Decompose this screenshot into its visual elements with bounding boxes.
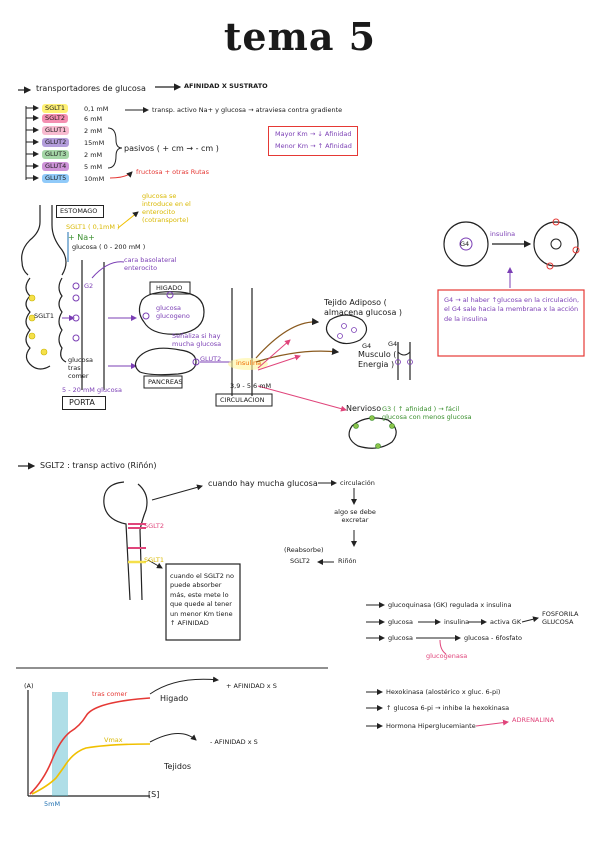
graph-tejidos: Tejidos	[164, 762, 192, 771]
gk-line2-c: activa GK	[490, 618, 522, 626]
estomago-box: ESTOMAGO	[56, 205, 104, 218]
nervioso-label: Nervioso	[346, 404, 382, 413]
musculo-label: Musculo ( Energia )	[358, 350, 397, 369]
sglt1-label: SGLT1 ( 0,1mM )	[66, 223, 120, 231]
na-label: + Na+	[68, 233, 95, 242]
g4-musculo: G4	[388, 340, 398, 348]
g4-adiposo: G4	[362, 342, 372, 350]
transportadores-header: transportadores de glucosa	[36, 84, 146, 93]
adiposo-text: Tejido Adiposo ( almacena glucosa )	[324, 298, 403, 317]
km-box-line1: Mayor Km → ↓ Afinidad	[275, 130, 352, 138]
transporter-glut1: GLUT1	[42, 126, 70, 135]
transporter-sglt2: SGLT2	[42, 114, 68, 123]
graph-xlabel: [S]	[148, 790, 160, 799]
glut2-label: GLUT2	[200, 355, 222, 363]
insulina-panel-g4: G4	[460, 240, 470, 248]
pasivos-label: pasivos ( + cm → - cm )	[124, 144, 219, 153]
graph-vmax: Vmax	[104, 736, 123, 744]
sglt-note: transp. activo Na+ y glucosa → atraviesa…	[152, 106, 343, 114]
hk-line3-a: Hormona Hiperglucemiante	[386, 722, 476, 730]
glucosa-tras-comer: glucosa tras comer	[68, 356, 93, 381]
km-glut3: 2 mM	[84, 151, 103, 159]
gk-line2-a: glucosa	[388, 618, 413, 626]
adiposo-label: Tejido Adiposo ( almacena glucosa )	[324, 298, 424, 317]
insulina-panel-text: G4 → al haber ↑glucosa en la circulación…	[444, 296, 580, 323]
circulacion-label: CIRCULACION	[220, 396, 265, 404]
hk-line3-b: ADRENALINA	[512, 716, 555, 724]
tejidos-curve	[31, 743, 151, 795]
graph-ylabel: (A)	[24, 682, 34, 690]
graph-menos-afinidad: - AFINIDAD x S	[210, 738, 258, 746]
sglt2-flow6: Riñón	[338, 557, 357, 565]
insulina-label: insulina	[236, 359, 262, 367]
porta-range: 5 - 20 mM glucosa	[62, 386, 122, 394]
hk-line1: Hexokinasa (alostérico x gluc. 6-pi)	[386, 688, 501, 696]
cotransporte-note: glucosa se introduce en el enterocito (c…	[142, 192, 191, 225]
senaliza-note: Señaliza si hay mucha glucosa	[172, 332, 222, 349]
glut5-note: fructosa + otras Rutas	[136, 168, 210, 176]
sglt2-flow3: algo se debe excretar	[334, 508, 376, 525]
gk-line3-b: glucosa - 6fosfato	[464, 634, 523, 642]
transporter-glut2: GLUT2	[42, 138, 70, 147]
km-sglt1: 0,1 mM	[84, 105, 109, 113]
porta-label: PORTA	[69, 398, 95, 407]
km-box-line2: Menor Km → ↑ Afinidad	[275, 142, 352, 150]
km-glut2: 15mM	[84, 139, 105, 147]
km-box: Mayor Km → ↓ Afinidad Menor Km → ↑ Afini…	[268, 126, 358, 156]
transporter-sglt1: SGLT1	[42, 104, 68, 113]
sglt2-tag: SGLT2	[144, 522, 164, 530]
g2-label: G2	[84, 282, 94, 290]
sglt2-flow1: cuando hay mucha glucosa	[208, 479, 318, 488]
graph-higado: Higado	[160, 694, 189, 703]
sglt1-side-label: SGLT1	[34, 312, 54, 320]
gk-line3-a: glucosa	[388, 634, 413, 642]
graph-5mm: 5mM	[44, 800, 61, 808]
sglt2-flow2: circulación	[340, 479, 375, 487]
km-glut5: 10mM	[84, 175, 105, 183]
porta-box: PORTA	[62, 396, 106, 410]
hk-line2: ↑ glucosa 6-pi → inhibe la hexokinasa	[386, 704, 510, 712]
transporter-glut3: GLUT3	[42, 150, 70, 159]
gk-line2-d: FOSFORILA GLUCOSA	[542, 610, 579, 627]
graph-mas-afinidad: + AFINIDAD x S	[226, 682, 277, 690]
km-glut4: 5 mM	[84, 163, 103, 171]
gk-line2-b: insulina	[444, 618, 470, 626]
transporter-glut4: GLUT4	[42, 162, 70, 171]
page-title: tema 5	[223, 14, 377, 59]
pancreas-label: PANCREAS	[148, 378, 183, 386]
cara-basolateral: cara basolateral enterocito	[124, 256, 177, 273]
glucosa-range: glucosa ( 0 - 200 mM )	[72, 243, 146, 251]
estomago-label: ESTOMAGO	[60, 207, 98, 215]
g3-note: G3 ( ↑ afinidad ) → fácil glucosa con me…	[382, 405, 472, 422]
sglt2-flow5: SGLT2	[290, 557, 310, 565]
sglt1-tag: SGLT1	[144, 556, 164, 564]
higado-inner: glucosa glucogeno	[156, 304, 190, 321]
transporter-glut5: GLUT5	[42, 174, 70, 183]
graph-tras-comer: tras comer	[92, 690, 128, 698]
higado-label: HIGADO	[156, 284, 183, 292]
insulina-panel-label: insulina	[490, 230, 516, 238]
km-sglt2: 6 mM	[84, 115, 103, 123]
gk-line3-c: glucogenasa	[426, 652, 468, 660]
afinidad-label: AFINIDAD X SUSTRATO	[184, 82, 268, 90]
higado-curve	[29, 697, 151, 795]
km-glut1: 2 mM	[84, 127, 103, 135]
circulacion-range: 3,9 - 5,6 mM	[230, 382, 272, 390]
sglt2-note: cuando el SGLT2 no puede absorber más, e…	[170, 572, 234, 628]
sglt2-flow4: (Reabsorbe)	[284, 546, 324, 554]
gk-line1: glucoquinasa (GK) regulada x insulina	[388, 601, 512, 609]
sglt2-header: SGLT2 : transp activo (Riñón)	[40, 461, 157, 470]
